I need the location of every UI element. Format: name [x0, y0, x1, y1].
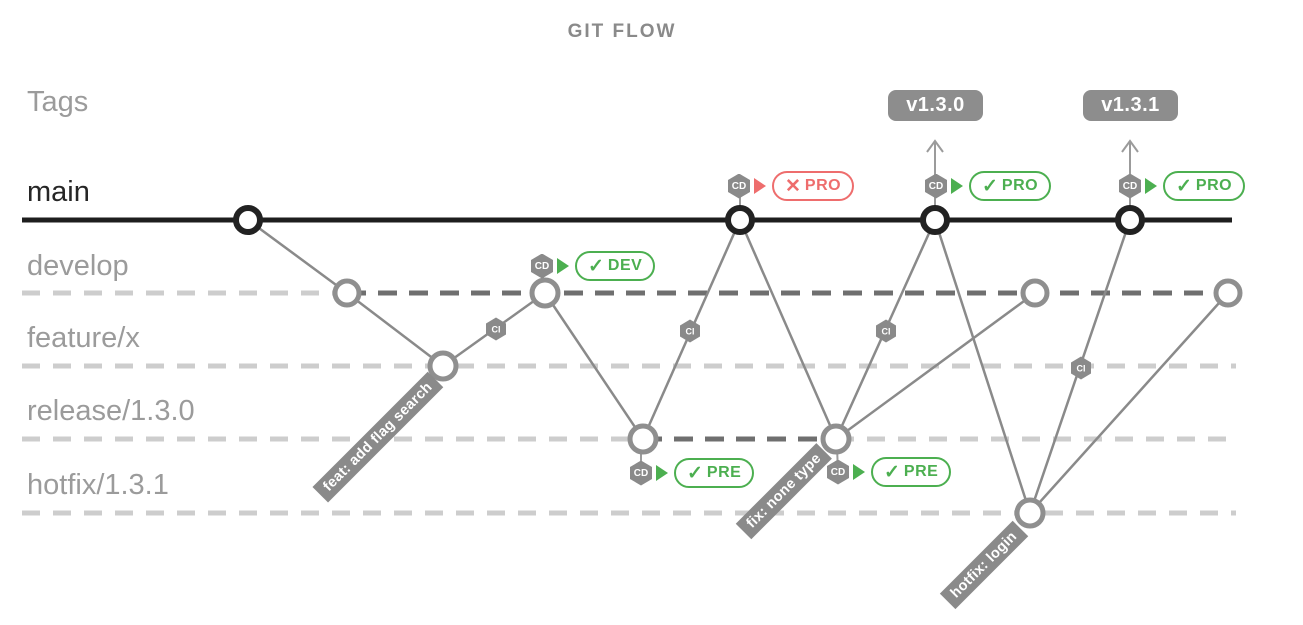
cd-badge-dev: CD ✓ DEV [531, 251, 656, 281]
ci-icon-release-merge: CI [680, 319, 700, 343]
commit-develop-2 [529, 277, 561, 309]
commit-release-1 [627, 423, 659, 455]
status-label: PRO [1001, 177, 1039, 194]
branch-label-feature: feature/x [27, 322, 140, 354]
status-label: PRE [706, 464, 742, 481]
check-icon: ✓ [1176, 175, 1192, 197]
commit-main-1 [233, 205, 263, 235]
cd-badge-pro-131: CD ✓ PRO [1119, 171, 1246, 201]
deploy-arrow-icon [951, 178, 963, 194]
ci-icon-releasefix-merge: CI [876, 319, 896, 343]
tags-header: Tags [27, 86, 89, 118]
cd-badge-pre-1: CD ✓ PRE [630, 458, 755, 488]
branch-label-release: release/1.3.0 [27, 395, 195, 427]
commit-develop-1 [332, 278, 362, 308]
edge-m1-d1 [247, 218, 348, 295]
commit-hotfix-1 [1014, 497, 1046, 529]
cd-icon: CD [531, 253, 553, 279]
diagram-title: GIT FLOW [567, 21, 677, 42]
deploy-arrow-icon [853, 464, 865, 480]
deploy-arrow-icon [557, 258, 569, 274]
cd-badge-pre-2: CD ✓ PRE [827, 457, 952, 487]
cd-icon: CD [728, 173, 750, 199]
commit-main-2 [725, 205, 755, 235]
check-icon: ✓ [884, 461, 900, 483]
cd-icon: CD [925, 173, 947, 199]
cd-icon: CD [827, 459, 849, 485]
status-pill-pre-2: ✓ PRE [871, 457, 952, 487]
branch-label-develop: develop [27, 250, 129, 282]
cd-badge-pro-fail: CD ✕ PRO [728, 171, 855, 201]
edge-m2-r2 [738, 219, 838, 440]
check-icon: ✓ [588, 255, 604, 277]
tag-arrow-v130-head [926, 139, 944, 153]
cd-icon: CD [630, 460, 652, 486]
deploy-arrow-icon [656, 465, 668, 481]
status-pill-pro-fail: ✕ PRO [772, 171, 855, 201]
commit-main-3 [920, 205, 950, 235]
check-icon: ✓ [687, 462, 703, 484]
status-pill-pro-131: ✓ PRO [1163, 171, 1246, 201]
tag-v1.3.0: v1.3.0 [888, 90, 983, 121]
check-icon: ✓ [982, 175, 998, 197]
status-label: PRO [804, 177, 842, 194]
status-pill-dev: ✓ DEV [575, 251, 656, 281]
tag-v1.3.1: v1.3.1 [1083, 90, 1178, 121]
branch-label-main: main [27, 176, 90, 208]
ci-icon-feature-merge: CI [486, 317, 506, 341]
edge-r2-d3 [835, 291, 1036, 441]
commit-develop-3 [1020, 278, 1050, 308]
status-label: PRO [1195, 177, 1233, 194]
deploy-arrow-icon [754, 178, 766, 194]
ci-icon-hotfix-merge: CI [1071, 356, 1091, 380]
commit-main-4 [1115, 205, 1145, 235]
cd-icon: CD [1119, 173, 1141, 199]
branch-label-hotfix: hotfix/1.3.1 [27, 469, 169, 501]
deploy-arrow-icon [1145, 178, 1157, 194]
status-pill-pro-130: ✓ PRO [969, 171, 1052, 201]
commit-feature-1 [427, 350, 459, 382]
edge-d2-r1 [543, 292, 645, 440]
commit-release-2 [820, 423, 852, 455]
status-label: PRE [903, 463, 939, 480]
tag-arrow-v131-head [1121, 139, 1139, 153]
status-pill-pre-1: ✓ PRE [674, 458, 755, 488]
edge-d1-f1 [346, 292, 444, 367]
edge-m3-h1 [933, 219, 1032, 514]
edge-h1-d4 [1029, 292, 1229, 514]
cd-badge-pro-130: CD ✓ PRO [925, 171, 1052, 201]
status-label: DEV [607, 257, 643, 274]
cross-icon: ✕ [785, 175, 801, 197]
commit-develop-4 [1213, 278, 1243, 308]
